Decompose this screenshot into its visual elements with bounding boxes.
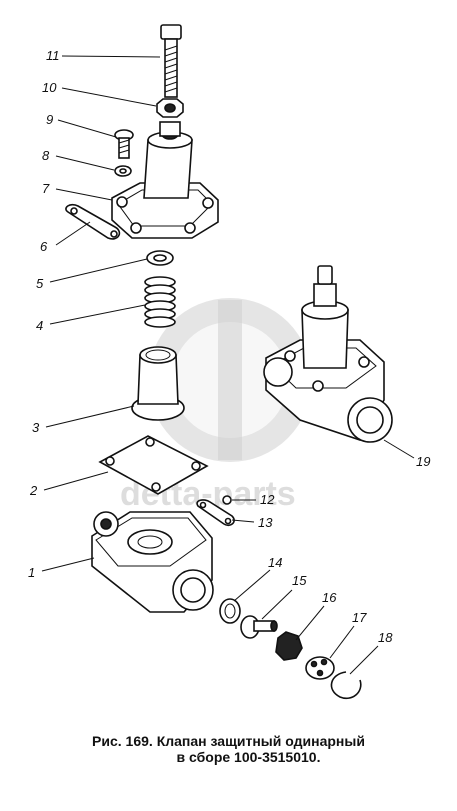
part-7-cover bbox=[111, 121, 219, 239]
part-19-assembly bbox=[263, 265, 393, 443]
label-16: 16 bbox=[322, 590, 337, 605]
part-17-plate bbox=[305, 656, 335, 680]
part-10-nut bbox=[156, 98, 184, 118]
watermark-logo bbox=[148, 298, 312, 462]
caption-line-2: в сборе 100-3515010. bbox=[176, 749, 321, 765]
label-10: 10 bbox=[42, 80, 57, 95]
label-13: 13 bbox=[258, 515, 273, 530]
label-4: 4 bbox=[36, 318, 43, 333]
part-14-ring bbox=[219, 598, 241, 624]
label-7: 7 bbox=[42, 181, 50, 196]
part-5-washer bbox=[146, 250, 174, 266]
label-17: 17 bbox=[352, 610, 367, 625]
label-2: 2 bbox=[29, 483, 38, 498]
label-18: 18 bbox=[378, 630, 393, 645]
part-8-washer bbox=[114, 165, 132, 177]
label-19: 19 bbox=[416, 454, 430, 469]
part-15-valve bbox=[240, 615, 278, 639]
part-6-plate bbox=[65, 203, 121, 240]
part-16-nut bbox=[275, 631, 303, 661]
label-15: 15 bbox=[292, 573, 307, 588]
part-2-gasket bbox=[98, 435, 209, 495]
part-11-bolt bbox=[160, 24, 182, 98]
part-18-snap-ring bbox=[330, 671, 362, 699]
part-4-spring bbox=[144, 276, 176, 328]
label-12: 12 bbox=[260, 492, 275, 507]
label-9: 9 bbox=[46, 112, 53, 127]
part-9-screw bbox=[114, 129, 134, 159]
label-8: 8 bbox=[42, 148, 50, 163]
label-6: 6 bbox=[40, 239, 48, 254]
figure-caption: Рис. 169. Клапан защитный одинарный в сб… bbox=[0, 733, 457, 765]
caption-line-1: Рис. 169. Клапан защитный одинарный bbox=[92, 733, 365, 749]
part-3-sleeve bbox=[131, 346, 185, 421]
leader-lines bbox=[41, 55, 415, 675]
label-14: 14 bbox=[268, 555, 282, 570]
part-numbers: 11 10 9 8 7 6 5 4 3 2 1 12 13 14 15 16 1… bbox=[28, 48, 430, 645]
label-1: 1 bbox=[28, 565, 35, 580]
label-5: 5 bbox=[36, 276, 44, 291]
label-11: 11 bbox=[46, 48, 60, 63]
part-13-plate bbox=[196, 499, 235, 527]
part-12-plug bbox=[222, 495, 232, 505]
part-1-housing bbox=[91, 511, 214, 613]
label-3: 3 bbox=[32, 420, 40, 435]
